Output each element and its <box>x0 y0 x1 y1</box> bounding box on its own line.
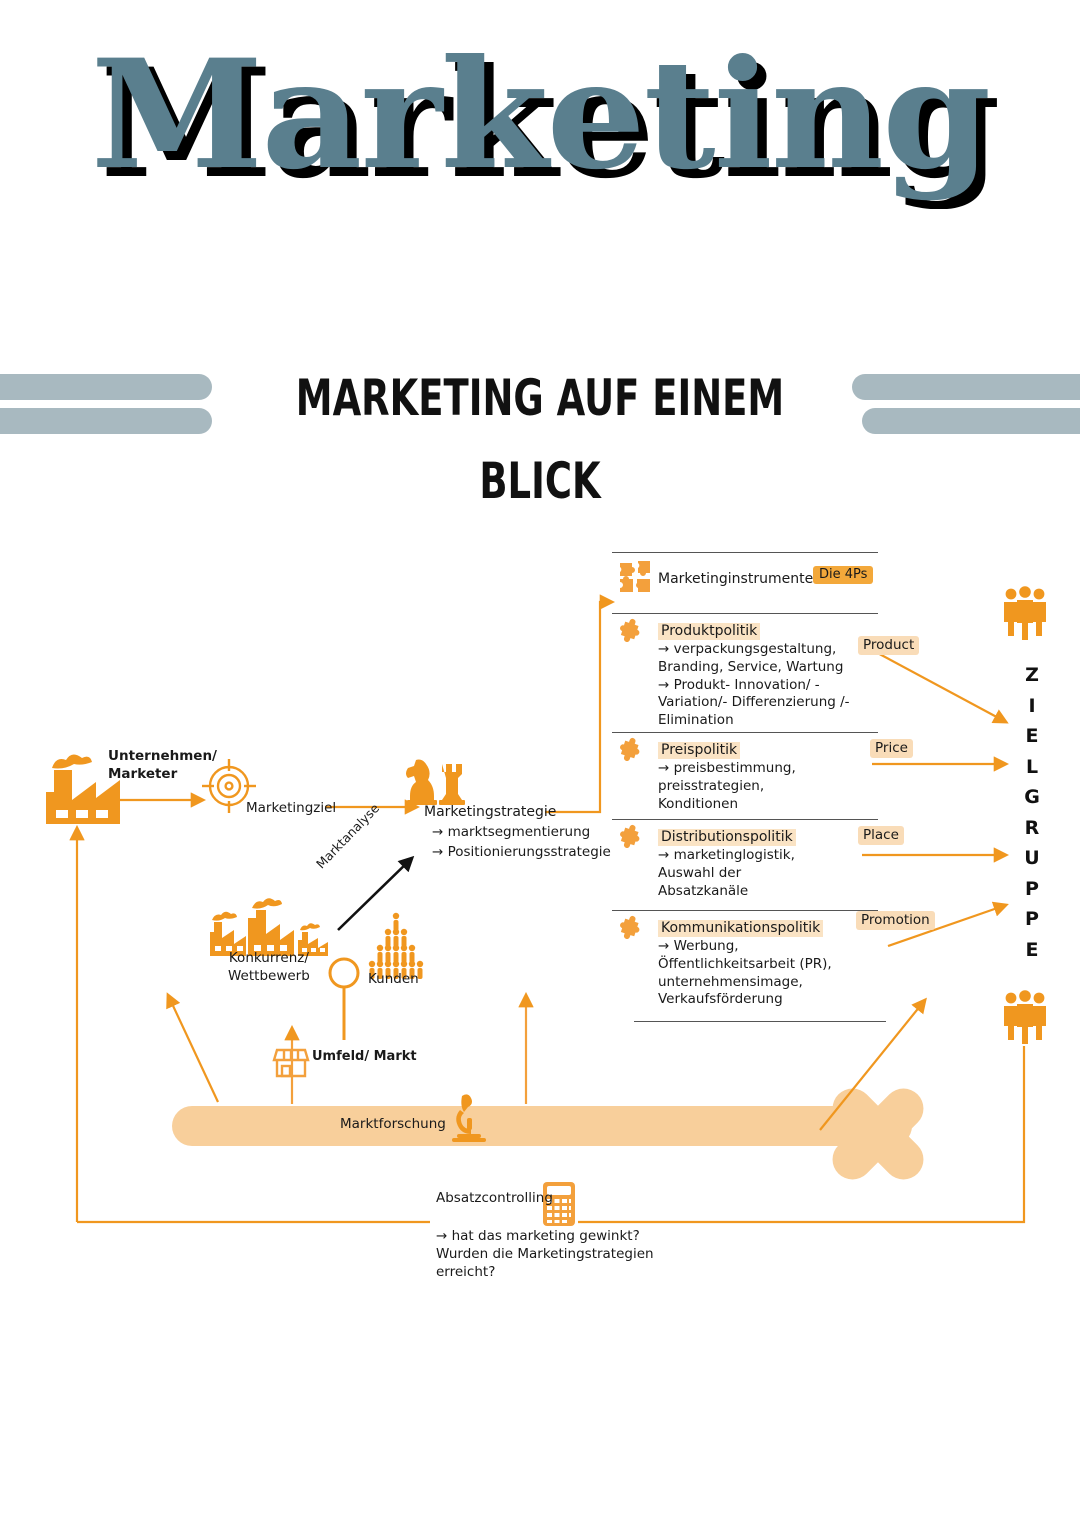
divider-kommunikationspolitik <box>612 910 878 911</box>
zielgruppe-letter-4: G <box>1024 786 1040 808</box>
divider-produktpolitik <box>612 613 878 614</box>
zielgruppe-letter-0: Z <box>1025 664 1039 686</box>
subtitle-band: MARKETING AUF EINEM BLICK <box>0 369 1080 510</box>
row-body-produktpolitik: → verpackungsgestaltung, Branding, Servi… <box>658 641 850 729</box>
panel-row-preispolitik: Preispolitik Price → preisbestimmung, pr… <box>612 732 913 819</box>
label-marketingstrategie-bullet-1: → marktsegmentierung <box>432 824 591 840</box>
marktforschung-arrow <box>172 1088 924 1180</box>
label-marketingstrategie: Marketingstrategie <box>424 804 557 820</box>
arrow-marktanalyse <box>337 855 415 931</box>
row-title-preispolitik: Preispolitik <box>658 742 741 759</box>
page-title-wrapper: Marketing <box>0 40 1080 190</box>
decorative-bar-right-bottom <box>862 408 1080 434</box>
puzzle-piece-icon <box>618 737 644 765</box>
label-marktforschung: Marktforschung <box>340 1116 446 1132</box>
arrow-promotion-to-target <box>887 901 1009 948</box>
subtitle-text: MARKETING AUF EINEM BLICK <box>295 369 785 510</box>
factory-icon <box>46 754 120 824</box>
panel-row-produktpolitik: Produktpolitik Product → verpackungsgest… <box>612 613 920 732</box>
puzzle-piece-icon <box>618 618 644 646</box>
puzzle-piece-icon <box>618 824 644 852</box>
panel-header-label: Marketinginstrumente <box>658 571 814 587</box>
row-body-distributionspolitik: → marketinglogistik, Auswahl der Absatzk… <box>658 847 795 899</box>
marketing-instruments-panel: Marketinginstrumente Die 4Ps Produktpoli… <box>612 552 935 1022</box>
label-umfeld-markt: Umfeld/ Markt <box>312 1049 417 1064</box>
row-body-preispolitik: → preisbestimmung, preisstrategien, Kond… <box>658 760 796 812</box>
puzzle-piece-icon <box>618 915 644 943</box>
p-label-product: Product <box>858 636 920 655</box>
zielgruppe-letter-1: I <box>1028 694 1036 717</box>
microscope-icon <box>452 1094 486 1142</box>
arrow-band-up-left <box>166 992 219 1103</box>
row-body-kommunikationspolitik: → Werbung, Öffentlichkeitsarbeit (PR), u… <box>658 938 832 1008</box>
arrow-band-up-right <box>819 997 927 1131</box>
puzzle-set-icon <box>618 559 654 595</box>
panel-row-distributionspolitik: Distributionspolitik Place → marketinglo… <box>612 819 904 910</box>
line-feedback-right <box>578 1046 1026 1224</box>
zielgruppe-letter-5: R <box>1024 816 1040 839</box>
p-label-price: Price <box>870 739 913 758</box>
magnifier-icon <box>328 957 360 1040</box>
people-group-icon-bottom <box>1004 990 1046 1044</box>
row-title-kommunikationspolitik: Kommunikationspolitik <box>658 920 824 937</box>
page-title: Marketing <box>90 27 991 203</box>
panel-row-kommunikationspolitik: Kommunikationspolitik Promotion → Werbun… <box>612 910 935 1022</box>
label-absatzcontrolling-questions: → hat das marketing gewinkt? Wurden die … <box>436 1228 654 1280</box>
divider-preispolitik <box>612 732 878 733</box>
arrow-product-to-target <box>871 649 1009 724</box>
label-unternehmen-marketer: Unternehmen/ Marketer <box>108 748 217 782</box>
label-absatzcontrolling: Absatzcontrolling <box>436 1190 553 1206</box>
zielgruppe-letter-6: U <box>1024 847 1040 869</box>
row-title-distributionspolitik: Distributionspolitik <box>658 829 796 846</box>
zielgruppe-letter-7: P <box>1025 877 1039 900</box>
zielgruppe-letter-2: E <box>1025 725 1039 747</box>
badge-die-4ps: Die 4Ps <box>813 566 874 584</box>
row-title-produktpolitik: Produktpolitik <box>658 623 761 640</box>
people-group-icon-top <box>1004 586 1046 640</box>
divider-distributionspolitik <box>612 819 878 820</box>
decorative-bar-left-bottom <box>0 408 212 434</box>
arrow-strategy-to-instruments <box>545 594 616 814</box>
divider-top <box>612 552 878 553</box>
zielgruppe-letter-3: L <box>1025 755 1039 778</box>
p-label-place: Place <box>858 826 904 845</box>
label-konkurrenz-wettbewerb: Konkurrenz/ Wettbewerb <box>228 950 310 984</box>
label-kunden: Kunden <box>368 971 419 987</box>
chess-pieces-icon <box>406 759 465 805</box>
calculator-icon <box>543 1182 575 1226</box>
divider-bottom <box>634 1021 886 1022</box>
p-label-promotion: Promotion <box>856 911 935 930</box>
zielgruppe-letter-8: P <box>1025 908 1039 930</box>
zielgruppe-letter-9: E <box>1025 938 1039 961</box>
label-marketingziel: Marketingziel <box>246 800 337 816</box>
target-icon <box>202 759 256 813</box>
label-marketingstrategie-bullet-2: → Positionierungsstrategie <box>432 844 611 860</box>
people-pyramid-icon <box>368 912 424 979</box>
decorative-bar-right-top <box>852 374 1080 400</box>
factories-icon <box>210 898 328 956</box>
panel-header-row: Marketinginstrumente Die 4Ps <box>612 552 884 613</box>
decorative-bar-left-top <box>0 374 212 400</box>
